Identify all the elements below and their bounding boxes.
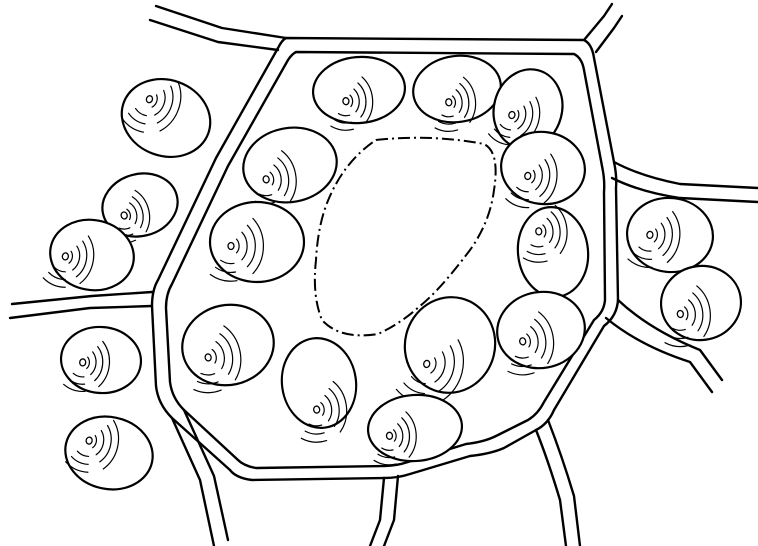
starch-grain — [210, 202, 304, 282]
starch-grain-outline — [111, 67, 222, 169]
starch-grain-outline — [58, 409, 159, 498]
hilum — [524, 172, 531, 180]
growth-ring — [374, 459, 396, 466]
cell-wall-left-inner — [12, 292, 152, 304]
cell-wall-bottom-center-inner — [384, 476, 398, 546]
starch-grain — [623, 194, 716, 277]
starch-grain-outline — [237, 120, 342, 209]
cell-wall-bottom-center — [370, 478, 384, 546]
starch-grains — [42, 50, 746, 497]
hilum — [85, 437, 92, 445]
hilum — [423, 360, 431, 368]
cell-wall-top-left — [156, 6, 286, 38]
cell-wall-right-upper-inner — [612, 178, 758, 202]
starch-grain-outline — [491, 285, 591, 375]
starch-grain — [175, 296, 282, 397]
hilum — [62, 252, 69, 260]
starch-grain-outline — [210, 202, 304, 282]
hilum — [343, 97, 350, 104]
hilum — [535, 228, 542, 236]
hilum — [263, 175, 270, 183]
starch-grain-outline — [513, 204, 592, 301]
starch-grain-outline — [175, 296, 282, 393]
starch-grain-outline — [310, 53, 407, 127]
growth-ring — [435, 125, 458, 134]
starch-grain — [655, 261, 746, 349]
starch-grain — [58, 409, 159, 498]
starch-grain-outline — [276, 333, 362, 432]
starch-grain-outline — [409, 50, 505, 128]
starch-grain-outline — [395, 288, 506, 403]
starch-grain-outline — [58, 324, 143, 397]
hilum — [386, 432, 392, 439]
growth-ring — [301, 435, 326, 445]
starch-grain — [366, 392, 465, 466]
starch-grain — [58, 324, 143, 397]
cell-wall-right-upper — [614, 162, 758, 188]
hilum — [228, 243, 234, 250]
hilum — [79, 359, 86, 366]
starch-grain — [111, 67, 222, 169]
starch-grain — [310, 53, 408, 133]
starch-grain-outline — [623, 194, 716, 277]
hilum — [647, 231, 654, 239]
cell-wall-left — [10, 306, 152, 318]
starch-grain — [276, 333, 364, 446]
growth-ring — [305, 429, 324, 436]
hilum — [204, 353, 211, 361]
cell-wall-bottom-right — [536, 430, 566, 546]
hilum — [313, 406, 320, 414]
growth-ring — [331, 124, 353, 131]
starch-grain — [409, 50, 506, 136]
hilum — [519, 337, 526, 345]
hilum — [445, 98, 452, 106]
hilum — [677, 310, 684, 318]
starch-grain — [491, 285, 591, 379]
starch-grain — [513, 202, 592, 300]
